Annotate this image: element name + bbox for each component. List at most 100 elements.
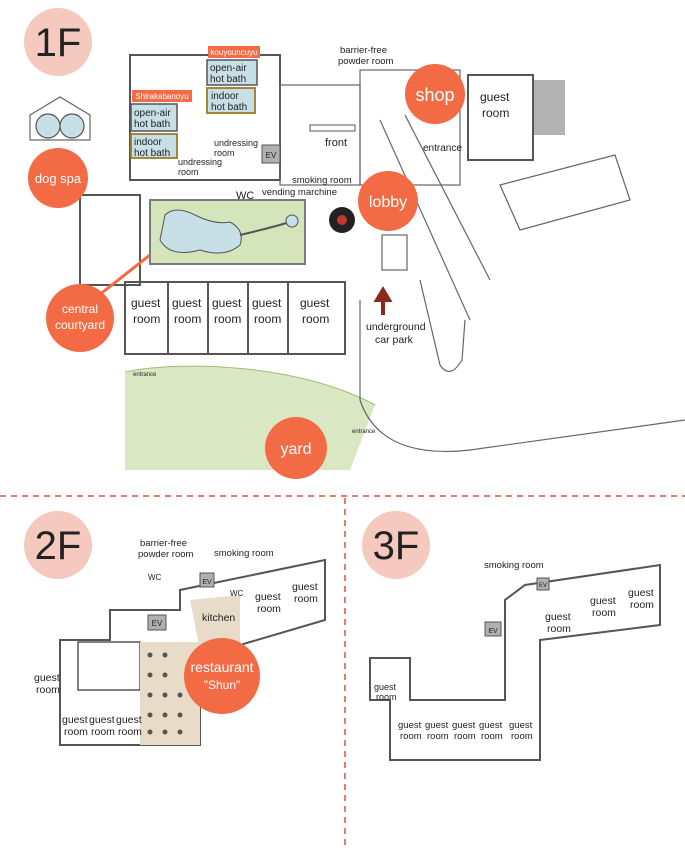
open-air-bath-2 — [206, 59, 258, 86]
underground-label-b: car park — [375, 334, 414, 346]
guest-3f-9-b: room — [511, 731, 533, 742]
dog-spa-building — [29, 96, 91, 141]
guest-room-3-a: guest — [212, 296, 242, 310]
guest-3f-5-b: room — [400, 731, 422, 742]
guest-3f-4-b: room — [376, 692, 397, 702]
barrier-free-label-2f-a: barrier-free — [140, 538, 187, 549]
guest-3f-7-a: guest — [452, 720, 476, 731]
guest-room-1-b: room — [133, 312, 160, 326]
guest-room-labels-1f: guest room guest room guest room guest r… — [131, 296, 330, 326]
guest-2f-2-b: room — [294, 593, 318, 605]
guest-3f-2-a: guest — [590, 595, 616, 607]
guest-room-2-a: guest — [172, 296, 202, 310]
central-courtyard-callout — [46, 284, 114, 352]
guest-room-east-label-b: room — [482, 106, 509, 120]
undressing-room-1-label-b: room — [178, 167, 199, 177]
guest-room-5-b: room — [302, 312, 329, 326]
floor-2f: 2F barrier-free powder room smoking room… — [24, 511, 326, 746]
guest-room-2-b: room — [174, 312, 201, 326]
guest-3f-1-a: guest — [545, 611, 571, 623]
open-air-bath-2-label-b: hot bath — [210, 74, 246, 85]
guest-3f-8-a: guest — [479, 720, 503, 731]
elevator-2f-a — [199, 572, 215, 588]
guest-3f-6-b: room — [427, 731, 449, 742]
yard-callout-text: yard — [280, 441, 311, 458]
restaurant-callout-text-b: "Shun" — [204, 678, 241, 692]
front-desk — [309, 124, 356, 132]
dog-spa-callout-text: dog spa — [35, 171, 82, 186]
courtyard-fountain — [285, 214, 299, 228]
central-courtyard-callout-text-b: courtyard — [55, 318, 105, 332]
guest-2f-5-a: guest — [89, 714, 115, 726]
guest-room-3-b: room — [214, 312, 241, 326]
elevator-1f-label: EV — [266, 151, 277, 160]
guest-3f-5-a: guest — [398, 720, 422, 731]
floor-3f-badge-text: 3F — [373, 524, 420, 568]
floor-2f-badge — [24, 511, 92, 579]
smoking-room-label-3f: smoking room — [484, 560, 544, 571]
indoor-bath-1-label-b: hot bath — [134, 148, 170, 159]
floor-3f-outline — [369, 563, 661, 761]
elevator-3f-b — [536, 577, 550, 591]
open-air-bath-2-label-a: open-air — [210, 63, 247, 74]
vending-machine-label: vending marchine — [262, 187, 337, 198]
elevator-2f-b — [147, 614, 167, 631]
lobby-seating — [381, 234, 408, 271]
front-block — [279, 84, 361, 186]
lobby-callout-text: lobby — [369, 194, 407, 211]
floor-2f-badge-text: 2F — [35, 524, 82, 568]
shop-callout-text: shop — [415, 85, 454, 105]
shop-callout — [405, 64, 465, 124]
guest-room-1-a: guest — [131, 296, 161, 310]
elevator-3f — [484, 621, 502, 637]
floor-2f-void — [77, 641, 141, 691]
guest-2f-3-a: guest — [34, 672, 60, 684]
road-inner — [419, 279, 466, 372]
guest-room-east-label-a: guest — [480, 90, 510, 104]
floor-1f: 1F kouyouncuyu open-air hot bath indoor … — [24, 8, 685, 479]
wc-label-2f-b: WC — [230, 589, 244, 598]
guest-3f-3-a: guest — [628, 587, 654, 599]
floor-3f-badge — [362, 511, 430, 579]
indoor-bath-2 — [206, 87, 256, 114]
central-courtyard-callout-text-a: central — [62, 302, 98, 316]
guest-2f-2-a: guest — [292, 581, 318, 593]
wc-label-2f-a: WC — [148, 573, 162, 582]
guest-room-4-a: guest — [252, 296, 282, 310]
barrier-free-label-1f-b: powder room — [338, 56, 394, 67]
undressing-room-2-label-b: room — [214, 148, 235, 158]
guest-2f-4-b: room — [64, 726, 88, 738]
shirakabanoyu-label: Shirakabanoyu — [135, 92, 188, 101]
floor-3f: 3F EV EV smoking room guest room guest r… — [362, 511, 661, 761]
open-air-bath-1-label-b: hot bath — [134, 119, 170, 130]
dog-spa-callout — [28, 148, 88, 208]
elevator-3f-b-label: EV — [539, 583, 547, 589]
lobby-fireplace-center — [337, 215, 347, 225]
barrier-free-label-1f-a: barrier-free — [340, 45, 387, 56]
drive-right — [404, 114, 491, 281]
indoor-bath-1-label-a: indoor — [134, 137, 162, 148]
restaurant-callout — [184, 638, 260, 714]
barrier-free-label-2f-b: powder room — [138, 549, 194, 560]
guest-2f-4-a: guest — [62, 714, 88, 726]
front-label: front — [325, 137, 347, 149]
guest-2f-6-a: guest — [116, 714, 142, 726]
kouyouncuyu-label: kouyouncuyu — [210, 48, 257, 57]
guest-2f-3-b: room — [36, 684, 60, 696]
floor-1f-badge — [24, 8, 92, 76]
elevator-2f-a-label: EV — [202, 579, 212, 586]
drive-left — [379, 119, 471, 321]
guest-3f-3-b: room — [630, 599, 654, 611]
smoking-room-label-2f: smoking room — [214, 548, 274, 559]
guest-3f-7-b: room — [454, 731, 476, 742]
smoking-room-label: smoking room — [292, 175, 352, 186]
elevator-3f-label: EV — [488, 628, 498, 635]
guest-room-east-1f — [467, 74, 534, 161]
guest-room-5-a: guest — [300, 296, 330, 310]
indoor-bath-2-label-a: indoor — [211, 91, 239, 102]
dog-spa-pool-1 — [35, 113, 61, 139]
yard-area — [125, 366, 375, 470]
yard-callout — [265, 417, 327, 479]
stairs-east — [533, 80, 565, 135]
